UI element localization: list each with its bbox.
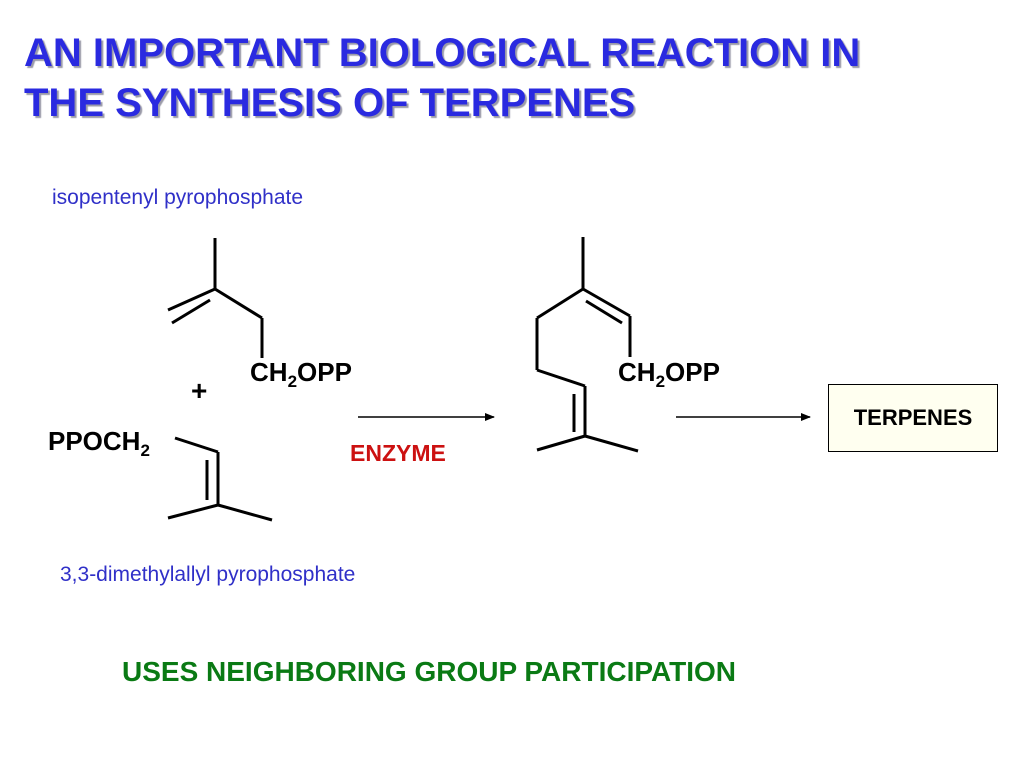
gpp-double-bond-b xyxy=(585,299,623,325)
dmapp-methyl-right xyxy=(217,503,273,522)
top-reactant-ch2opp: CH2OPP xyxy=(250,357,352,391)
ipp-double-bond-a xyxy=(167,287,216,312)
product-skeleton xyxy=(535,237,639,453)
isopentenyl-pyrophosphate-label: isopentenyl pyrophosphate xyxy=(52,186,304,209)
isopentenyl-skeleton xyxy=(167,238,264,358)
plus-sign: + xyxy=(191,375,208,406)
terpenes-label: TERPENES xyxy=(853,405,973,430)
gpp-double-bond-a xyxy=(582,287,631,318)
footer-note: USES NEIGHBORING GROUP PARTICIPATION xyxy=(122,656,736,687)
enzyme-label: ENZYME xyxy=(350,440,446,466)
gpp-methyl-right xyxy=(584,434,639,453)
ipp-bond-to-ch2 xyxy=(214,287,263,320)
slide-title: AN IMPORTANT BIOLOGICAL REACTION IN THE … xyxy=(24,28,1004,128)
dmapp-bond-from-ch2 xyxy=(174,436,219,454)
bottom-reactant-ppoch2: PPOCH2 xyxy=(48,426,150,460)
gpp-chain-1 xyxy=(536,287,584,320)
ipp-double-bond-b xyxy=(171,298,211,325)
slide-title-line-2: THE SYNTHESIS OF TERPENES xyxy=(24,81,636,125)
gpp-methyl-left xyxy=(536,434,586,452)
gpp-chain-3 xyxy=(536,368,586,388)
slide-title-line-1: AN IMPORTANT BIOLOGICAL REACTION IN xyxy=(24,31,861,75)
dmapp-methyl-left xyxy=(167,503,219,520)
terpenes-box: TERPENES xyxy=(828,384,998,452)
dimethylallyl-pyrophosphate-label: 3,3-dimethylallyl pyrophosphate xyxy=(60,563,356,586)
product-ch2opp: CH2OPP xyxy=(618,357,720,391)
dimethylallyl-skeleton xyxy=(167,436,273,522)
